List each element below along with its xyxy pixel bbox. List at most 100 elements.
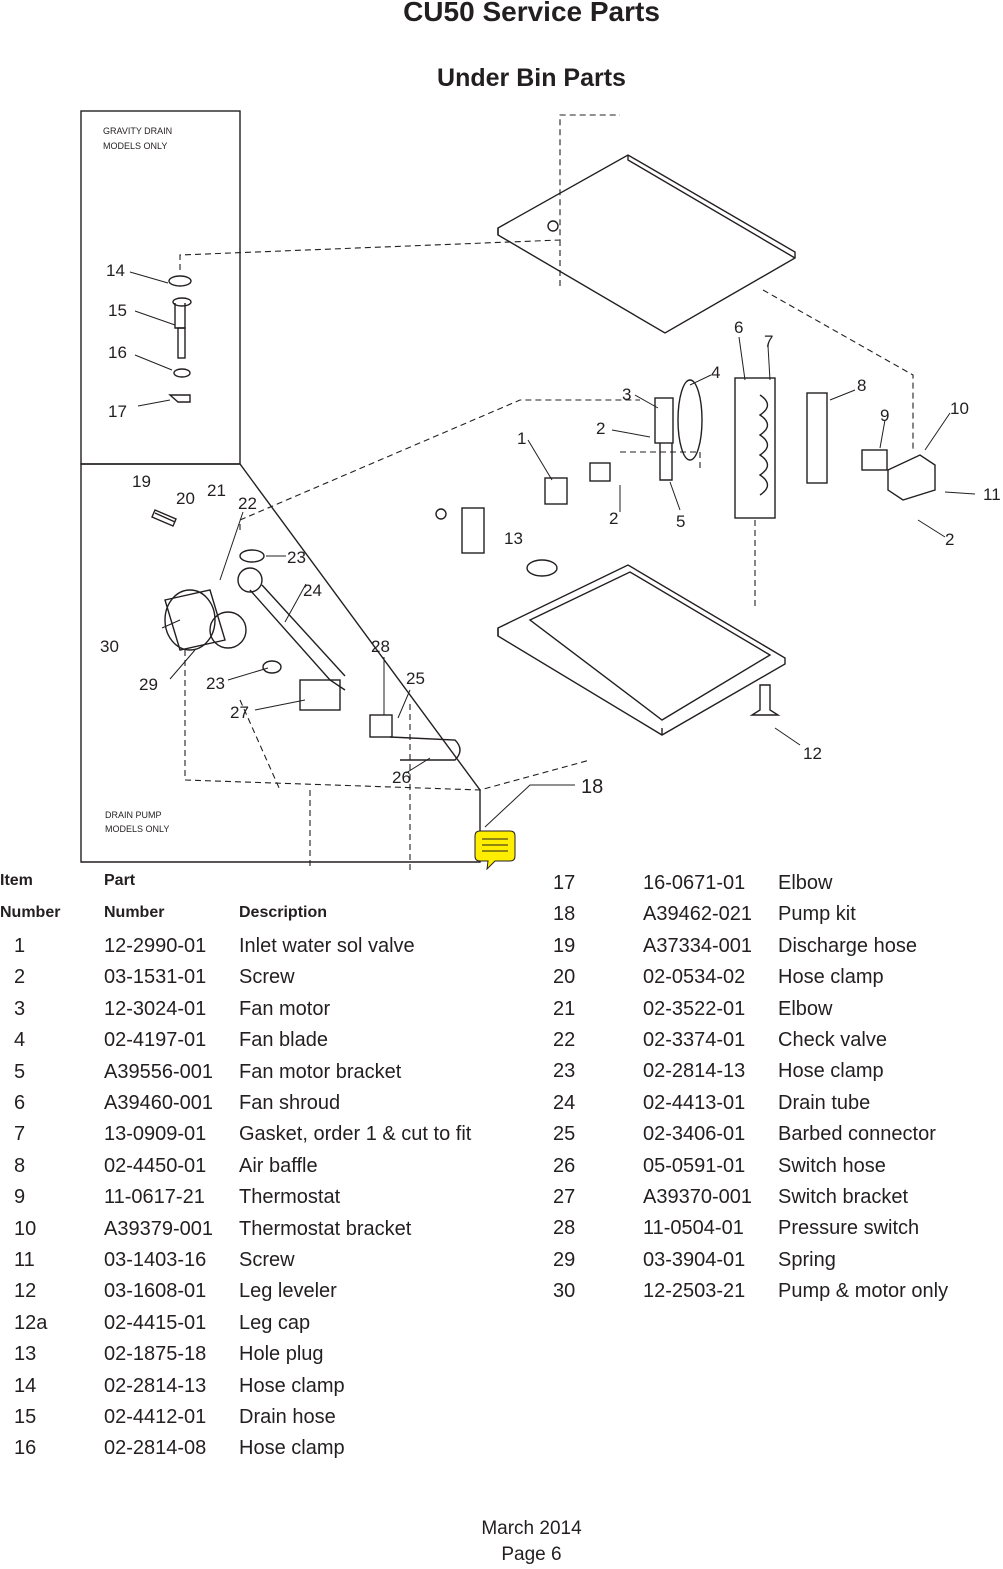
cell-part: 16-0671-01 — [643, 872, 746, 894]
page-footer: March 2014 Page 6 — [0, 1516, 1003, 1568]
callout-22: 22 — [238, 494, 257, 513]
callout-17: 17 — [108, 402, 127, 421]
cell-part: A39556-001 — [104, 1060, 213, 1083]
pump-motor — [164, 589, 226, 651]
cell-part: 02-4197-01 — [104, 1029, 207, 1052]
callout-16: 16 — [108, 343, 127, 362]
cell-part: 11-0504-01 — [643, 1217, 744, 1240]
cell-item: 16 — [14, 1437, 37, 1460]
cell-item: 26 — [553, 1154, 576, 1177]
callout-6: 6 — [734, 318, 743, 337]
cell-part: 11-0617-21 — [104, 1186, 205, 1209]
header-item-line1: Item — [0, 872, 33, 889]
cell-desc: Hole plug — [239, 1343, 324, 1366]
callout-2c: 2 — [945, 530, 954, 549]
cell-item: 7 — [14, 1123, 26, 1146]
base-pan — [497, 564, 786, 736]
cell-part: A39379-001 — [104, 1217, 213, 1240]
cell-part: 02-2814-13 — [104, 1374, 207, 1397]
callout-23a: 23 — [287, 548, 306, 567]
callout-9: 9 — [880, 406, 889, 425]
cell-item: 22 — [553, 1029, 576, 1051]
cell-item: 25 — [553, 1123, 576, 1146]
cell-part: 02-3406-01 — [643, 1123, 746, 1146]
drain-pump-label-line1: DRAIN PUMP — [105, 810, 162, 820]
cell-desc: Spring — [778, 1248, 836, 1271]
callout-5: 5 — [676, 512, 685, 531]
cell-desc: Switch hose — [778, 1154, 886, 1177]
cell-desc: Thermostat bracket — [239, 1217, 412, 1240]
cell-desc: Fan blade — [239, 1029, 328, 1052]
header-part-line2: Number — [104, 904, 165, 921]
callout-19: 19 — [132, 472, 151, 491]
cell-desc: Screw — [239, 1249, 295, 1271]
cell-part: 05-0591-01 — [643, 1154, 746, 1177]
cell-part: 12-2503-21 — [643, 1280, 746, 1303]
cell-item: 2 — [14, 966, 26, 989]
cell-part: A39370-001 — [643, 1186, 752, 1208]
cell-item: 8 — [14, 1154, 26, 1177]
callout-8: 8 — [857, 376, 866, 395]
cell-part: 12-3024-01 — [104, 997, 207, 1020]
cell-item: 1 — [14, 935, 26, 957]
callout-7: 7 — [764, 332, 773, 351]
cell-part: 02-2814-13 — [643, 1060, 746, 1083]
cell-desc: Hose clamp — [239, 1374, 345, 1397]
cell-part: 03-3904-01 — [643, 1248, 746, 1271]
cell-item: 28 — [553, 1217, 576, 1240]
cell-desc: Switch bracket — [778, 1186, 909, 1208]
cell-part: A37334-001 — [643, 934, 752, 957]
cell-part: 02-4413-01 — [643, 1091, 746, 1114]
cell-part: 02-4415-01 — [104, 1311, 207, 1334]
cell-part: A39460-001 — [104, 1092, 213, 1114]
page-title: CU50 Service Parts — [403, 0, 660, 27]
cell-item: 13 — [14, 1343, 37, 1366]
cell-part: A39462-021 — [643, 903, 752, 926]
callout-1: 1 — [517, 429, 526, 448]
cell-item: 30 — [553, 1280, 576, 1303]
top-panel — [497, 154, 796, 334]
cell-desc: Fan shroud — [239, 1092, 341, 1114]
cell-part: 02-4412-01 — [104, 1406, 207, 1428]
section-title: Under Bin Parts — [437, 64, 626, 92]
cell-item: 27 — [553, 1186, 576, 1208]
callout-29: 29 — [139, 675, 158, 694]
cell-part: 02-4450-01 — [104, 1154, 207, 1177]
cell-desc: Hose clamp — [239, 1437, 345, 1460]
cell-item: 12 — [14, 1280, 37, 1303]
cell-item: 24 — [553, 1091, 576, 1114]
cell-item: 5 — [14, 1060, 26, 1083]
comment-note-icon[interactable] — [474, 830, 516, 870]
gravity-drain-box — [80, 110, 241, 465]
callout-15: 15 — [108, 301, 127, 320]
cell-desc: Drain hose — [239, 1406, 336, 1428]
cell-desc: Inlet water sol valve — [239, 935, 415, 957]
callout-18: 18 — [581, 776, 603, 798]
cell-desc: Air baffle — [239, 1154, 318, 1177]
cell-desc: Hose clamp — [778, 966, 884, 989]
callout-20: 20 — [176, 489, 195, 508]
callout-26: 26 — [392, 768, 411, 787]
callout-4: 4 — [711, 363, 720, 382]
cell-part: 02-3522-01 — [643, 997, 746, 1020]
cell-desc: Hose clamp — [778, 1060, 884, 1083]
callout-2b: 2 — [609, 509, 618, 528]
header-item-line2: Number — [0, 904, 61, 921]
cell-desc: Elbow — [778, 872, 833, 894]
cell-item: 9 — [14, 1186, 26, 1209]
cell-desc: Elbow — [778, 997, 833, 1020]
cell-part: 02-2814-08 — [104, 1437, 207, 1460]
header-description: Description — [239, 904, 328, 921]
cell-desc: Screw — [239, 966, 295, 989]
cell-desc: Drain tube — [778, 1091, 871, 1114]
cell-desc: Barbed connector — [778, 1123, 936, 1146]
callout-24: 24 — [303, 581, 322, 600]
footer-page-number: Page 6 — [501, 1544, 562, 1565]
cell-part: 03-1403-16 — [104, 1249, 207, 1271]
callout-11: 11 — [983, 485, 1001, 504]
cell-item: 20 — [553, 966, 576, 989]
callout-3: 3 — [622, 385, 631, 404]
header-part-line1: Part — [104, 872, 136, 889]
callout-25: 25 — [406, 669, 425, 688]
cell-part: 03-1531-01 — [104, 966, 207, 989]
